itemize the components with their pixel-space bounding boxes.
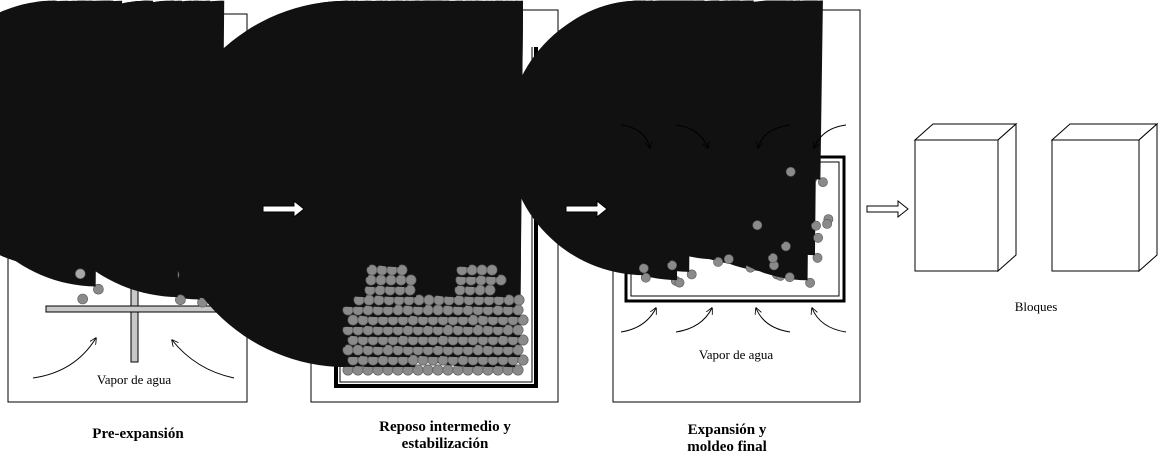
caption-line: Expansión y [687,422,767,438]
rest-panel [163,0,559,403]
bead [640,272,651,283]
bead [517,314,529,326]
bead [512,344,524,356]
bead [513,294,525,306]
bead [674,277,685,288]
caption-rest: Reposo intermedio y estabilización [340,419,550,453]
bead [395,274,407,286]
bead [347,314,359,326]
bead-mark [703,0,817,224]
caption-pre-expansion: Pre-expansión [58,426,218,443]
rack-shelf [45,305,223,313]
caption-line: estabilización [401,436,489,452]
bead [811,220,821,231]
caption-line: Reposo intermedio y [379,419,511,435]
bead [512,364,524,376]
bead [77,293,88,305]
bead [667,260,677,271]
bead [784,272,795,283]
bead [517,334,529,346]
bead [476,264,488,276]
bead [432,304,444,316]
block-right [1050,122,1159,273]
beads-pre-expansion [0,0,230,308]
caption-line: moldeo final [687,439,767,455]
bead [375,274,387,286]
flow-arrow [866,199,909,219]
bead [432,364,444,376]
bead-mark [337,0,473,268]
block-left [913,122,1018,273]
final-steam-label: Vapor de agua [698,347,774,362]
bead [781,241,791,252]
bead [752,220,763,231]
bead [638,263,649,274]
bead [713,256,723,267]
final-panel [507,0,861,403]
bead [805,277,815,288]
blocks-label: Bloques [1014,299,1058,314]
bead [512,324,524,336]
bead-mark [587,0,719,260]
bead [93,283,104,295]
bead [396,264,408,276]
flow-arrow [262,199,305,219]
steam-arrows-top [620,124,847,148]
bead [75,268,86,280]
bead [405,274,417,286]
bead [385,274,397,286]
bead [376,264,388,276]
steam-arrow-right [172,340,235,379]
bead [442,364,454,376]
bead [686,269,697,280]
bead [495,274,507,286]
pre-expansion-panel [0,0,248,403]
bead [486,264,498,276]
pre-steam-label: Vapor de agua [96,372,172,387]
steam-arrow-left [32,338,96,379]
bead [822,218,832,229]
beads-final [507,0,834,288]
caption-final: Expansión y moldeo final [642,422,812,456]
bead-mark [30,0,181,298]
bead [723,254,734,264]
bead [768,253,778,263]
bead [517,354,529,366]
bead [813,232,823,243]
caption-line: Pre-expansión [92,426,184,442]
flow-arrow [565,199,608,219]
bead [818,177,828,187]
bead [423,294,435,306]
bead [484,284,496,296]
bead [352,344,364,356]
beads-rest [163,0,529,376]
bead [175,294,186,306]
bead [812,252,823,263]
bead [785,166,796,177]
bead [422,364,434,376]
steam-arrows-bottom [620,308,847,333]
